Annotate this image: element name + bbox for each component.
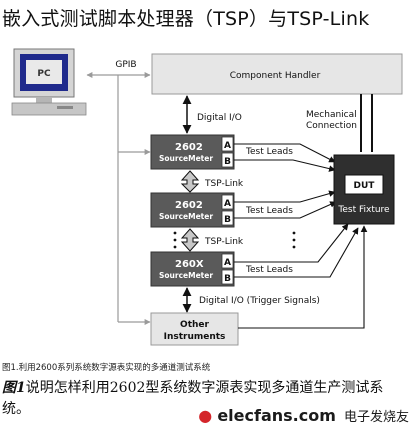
sourcemeter-1: 2602 SourceMeter A B — [150, 134, 235, 170]
page-title: 嵌入式测试脚本处理器（TSP）与TSP-Link — [2, 8, 370, 30]
mechanical-connection: Mechanical Connection — [306, 94, 373, 152]
sourcemeter-2: 2602 SourceMeter A B — [150, 192, 235, 228]
test-fixture-label: Test Fixture — [337, 205, 390, 215]
tsp-link-label-1: TSP-Link — [204, 179, 244, 189]
site-watermark: ● elecfans.com 电子发烧友 — [198, 406, 409, 425]
gpib-label: GPIB — [115, 60, 136, 70]
digital-io-trigger-label: Digital I/O (Trigger Signals) — [199, 296, 320, 306]
other-instruments: Other Instruments — [150, 312, 239, 346]
test-leads-label-1: Test Leads — [245, 147, 293, 157]
tsp-link-label-2: TSP-Link — [204, 237, 244, 247]
sourcemeter-1-channel-a: A — [224, 141, 231, 151]
ellipsis-dots — [173, 231, 296, 249]
sourcemeter-3-name: SourceMeter — [159, 271, 213, 280]
test-leads — [234, 143, 359, 278]
watermark-cn: 电子发烧友 — [343, 410, 409, 425]
paragraph-text: 说明怎样利用2602型系统数字源表实现多通道生产测试系统。 — [2, 380, 384, 417]
mechanical-connection-line2: Connection — [306, 121, 357, 131]
mechanical-connection-line1: Mechanical — [306, 110, 357, 120]
sourcemeter-2-model: 2602 — [175, 200, 203, 211]
pc-label: PC — [37, 69, 51, 79]
sourcemeter-1-name: SourceMeter — [159, 154, 213, 163]
digital-io-label: Digital I/O — [197, 113, 242, 123]
sourcemeter-3: 260X SourceMeter A B — [150, 251, 235, 287]
body-paragraph: 图1说明怎样利用2602型系统数字源表实现多通道生产测试系统。 — [2, 378, 410, 420]
sourcemeter-2-name: SourceMeter — [159, 212, 213, 221]
gpib-link: GPIB — [86, 60, 151, 325]
other-instruments-line2: Instruments — [164, 332, 226, 342]
sourcemeter-2-channel-b: B — [224, 215, 231, 225]
dut-label: DUT — [354, 181, 376, 191]
sourcemeter-3-channel-b: B — [224, 274, 231, 284]
sourcemeter-2-channel-a: A — [224, 199, 231, 209]
other-instruments-to-fixture — [238, 225, 368, 329]
sourcemeter-1-channel-b: B — [224, 157, 231, 167]
component-handler: Component Handler — [151, 53, 403, 95]
tsp-link-2: TSP-Link — [180, 228, 244, 252]
test-leads-label-3: Test Leads — [245, 265, 293, 275]
sourcemeter-3-channel-a: A — [224, 258, 231, 268]
sourcemeter-3-model: 260X — [175, 259, 204, 270]
other-instruments-line1: Other — [180, 320, 209, 330]
test-fixture: DUT Test Fixture — [333, 154, 395, 225]
test-leads-label-2: Test Leads — [245, 206, 293, 216]
pc-computer: PC — [11, 48, 87, 116]
watermark-site: elecfans.com — [217, 406, 336, 425]
sourcemeter-1-model: 2602 — [175, 142, 203, 153]
figure-reference: 图1 — [2, 380, 26, 396]
figure-caption: 图1.利用2600系列系统数字源表实现的多通道测试系统 — [2, 363, 211, 373]
watermark-logo-icon: ● — [198, 406, 213, 425]
tsp-link-1: TSP-Link — [180, 170, 244, 193]
component-handler-label: Component Handler — [230, 71, 321, 81]
